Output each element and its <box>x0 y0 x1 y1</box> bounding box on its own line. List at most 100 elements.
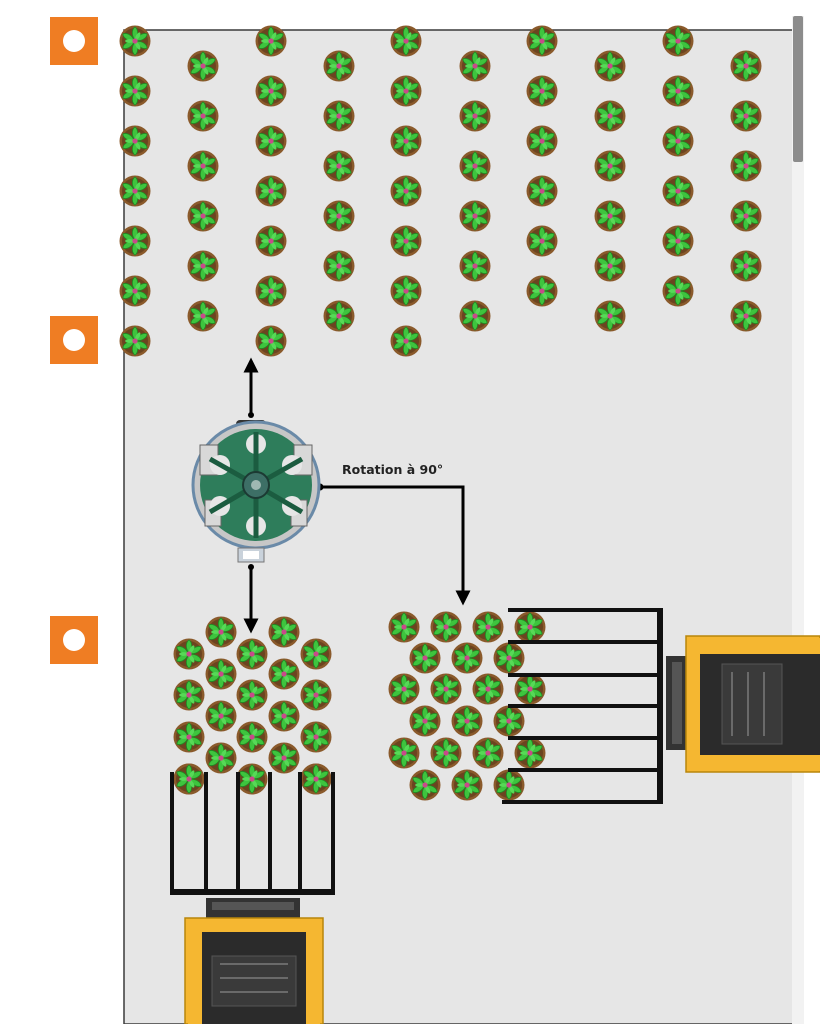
potted-plant-icon <box>662 175 694 207</box>
potted-plant-icon <box>409 642 441 674</box>
potted-plant-icon <box>300 679 332 711</box>
potted-plant-icon <box>268 742 300 774</box>
potted-plant-icon <box>459 100 491 132</box>
potted-plant-icon <box>187 150 219 182</box>
ring-marker-icon <box>50 316 98 364</box>
potted-plant-icon <box>300 763 332 795</box>
potted-plant-icon <box>730 150 762 182</box>
potted-plant-icon <box>514 673 546 705</box>
potted-plant-icon <box>730 250 762 282</box>
potted-plant-icon <box>205 616 237 648</box>
potted-plant-icon <box>430 737 462 769</box>
potted-plant-icon <box>451 642 483 674</box>
potted-plant-icon <box>323 200 355 232</box>
potted-plant-icon <box>514 737 546 769</box>
potted-plant-icon <box>300 638 332 670</box>
potted-plant-icon <box>459 150 491 182</box>
potted-plant-icon <box>430 673 462 705</box>
potted-plant-icon <box>594 200 626 232</box>
forklift-icon <box>184 898 324 1024</box>
potted-plant-icon <box>459 250 491 282</box>
potted-plant-icon <box>119 125 151 157</box>
potted-plant-icon <box>187 50 219 82</box>
potted-plant-icon <box>390 325 422 357</box>
potted-plant-icon <box>119 75 151 107</box>
potted-plant-icon <box>409 769 441 801</box>
potted-plant-icon <box>459 300 491 332</box>
potted-plant-icon <box>173 763 205 795</box>
potted-plant-icon <box>730 100 762 132</box>
potted-plant-icon <box>493 769 525 801</box>
potted-plant-icon <box>390 275 422 307</box>
rotation-label: Rotation à 90° <box>342 462 443 477</box>
potted-plant-icon <box>187 300 219 332</box>
potted-plant-icon <box>236 721 268 753</box>
potted-plant-icon <box>300 721 332 753</box>
potted-plant-icon <box>255 225 287 257</box>
potted-plant-icon <box>173 679 205 711</box>
potted-plant-icon <box>255 125 287 157</box>
potted-plant-icon <box>459 200 491 232</box>
potted-plant-icon <box>459 50 491 82</box>
potted-plant-icon <box>388 673 420 705</box>
potted-plant-icon <box>472 673 504 705</box>
rotation-arrow <box>320 485 471 606</box>
potted-plant-icon <box>268 616 300 648</box>
potted-plant-icon <box>526 225 558 257</box>
potted-plant-icon <box>187 200 219 232</box>
potted-plant-icon <box>526 75 558 107</box>
potted-plant-icon <box>594 50 626 82</box>
potted-plant-icon <box>390 75 422 107</box>
potted-plant-icon <box>255 175 287 207</box>
potted-plant-icon <box>526 175 558 207</box>
potted-plant-icon <box>323 100 355 132</box>
potted-plant-icon <box>451 769 483 801</box>
potted-plant-icon <box>119 175 151 207</box>
potted-plant-icon <box>173 638 205 670</box>
scrollbar-thumb[interactable] <box>793 16 803 162</box>
potted-plant-icon <box>730 200 762 232</box>
potted-plant-icon <box>255 275 287 307</box>
potted-plant-icon <box>187 250 219 282</box>
potted-plant-icon <box>255 75 287 107</box>
potted-plant-icon <box>526 25 558 57</box>
potted-plant-icon <box>594 250 626 282</box>
forklift-forks-right <box>502 608 663 804</box>
potted-plant-icon <box>430 611 462 643</box>
potted-plant-icon <box>323 250 355 282</box>
potted-plant-icon <box>390 225 422 257</box>
potted-plant-icon <box>323 50 355 82</box>
potted-plant-icon <box>526 275 558 307</box>
potted-plant-icon <box>493 705 525 737</box>
potted-plant-icon <box>323 150 355 182</box>
potted-plant-icon <box>205 742 237 774</box>
potted-plant-icon <box>119 275 151 307</box>
potted-plant-icon <box>236 638 268 670</box>
potted-plant-icon <box>255 25 287 57</box>
potted-plant-icon <box>662 125 694 157</box>
scrollbar-track[interactable] <box>792 16 804 1024</box>
potted-plant-icon <box>187 100 219 132</box>
potted-plant-icon <box>526 125 558 157</box>
ring-marker-icon <box>50 17 98 65</box>
potted-plant-icon <box>662 275 694 307</box>
potted-plant-icon <box>390 125 422 157</box>
potted-plant-icon <box>255 325 287 357</box>
forklift-forks-bottom <box>170 772 335 895</box>
potted-plant-icon <box>730 300 762 332</box>
ring-marker-icon <box>50 616 98 664</box>
potted-plant-icon <box>451 705 483 737</box>
potted-plant-icon <box>323 300 355 332</box>
potted-plant-icon <box>472 611 504 643</box>
potted-plant-icon <box>205 700 237 732</box>
potted-plant-icon <box>390 25 422 57</box>
potted-plant-icon <box>205 658 237 690</box>
potted-plant-icon <box>594 150 626 182</box>
potted-plant-icon <box>268 700 300 732</box>
forklift-icon <box>666 635 820 773</box>
potted-plant-icon <box>594 300 626 332</box>
potted-plant-icon <box>390 175 422 207</box>
potted-plant-icon <box>662 225 694 257</box>
potted-plant-icon <box>173 721 205 753</box>
